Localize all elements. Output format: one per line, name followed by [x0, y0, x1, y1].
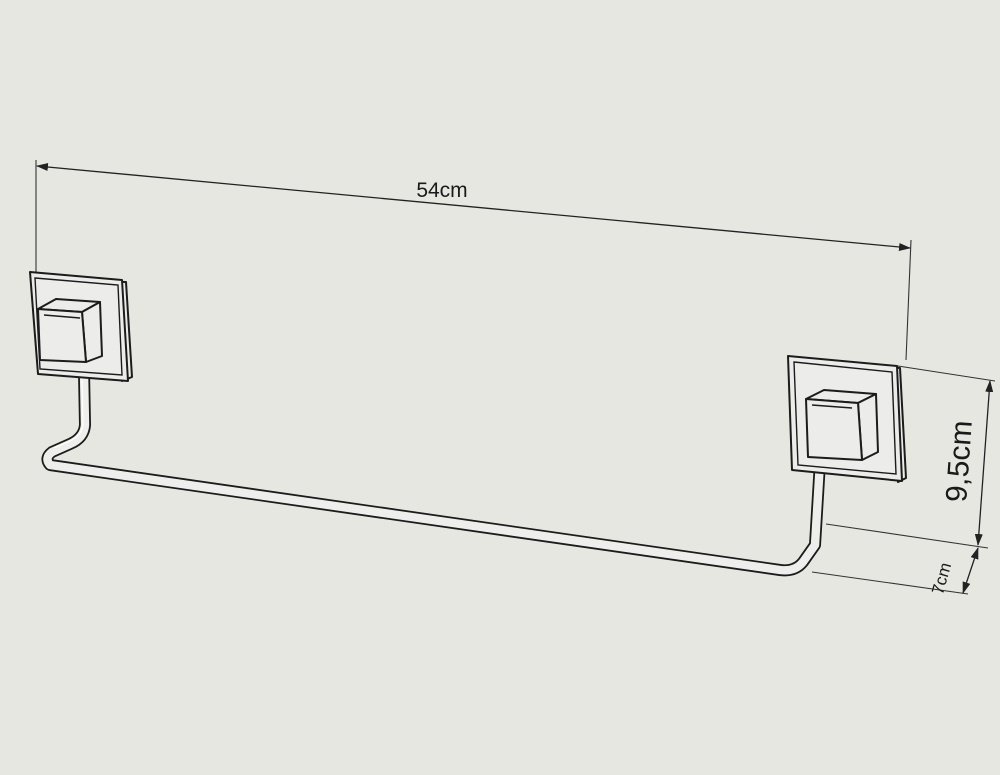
height-dimension: 9,5cm [825, 365, 996, 549]
depth-dimension-line [962, 547, 979, 594]
right-wall-mount [787, 355, 907, 483]
length-extension-right [905, 239, 912, 361]
right-holder-detail [811, 404, 853, 409]
left-holder-detail [43, 314, 81, 319]
towel-bar-rod [41, 366, 826, 577]
length-dimension: 54cm [35, 160, 912, 361]
rod-highlight [53, 377, 84, 449]
left-wall-mount [29, 271, 133, 382]
height-extension-top [897, 365, 996, 382]
length-label: 54cm [416, 179, 467, 202]
right-holder-front [805, 398, 863, 461]
right-plate-inner-edge [793, 361, 897, 475]
height-extension-bottom [825, 523, 989, 549]
depth-extension-bottom [811, 571, 969, 595]
length-dimension-line [36, 163, 911, 251]
height-label: 9,5cm [940, 419, 979, 503]
left-holder-front [37, 308, 87, 363]
height-dimension-line [974, 380, 994, 546]
rod-inner [43, 367, 825, 575]
